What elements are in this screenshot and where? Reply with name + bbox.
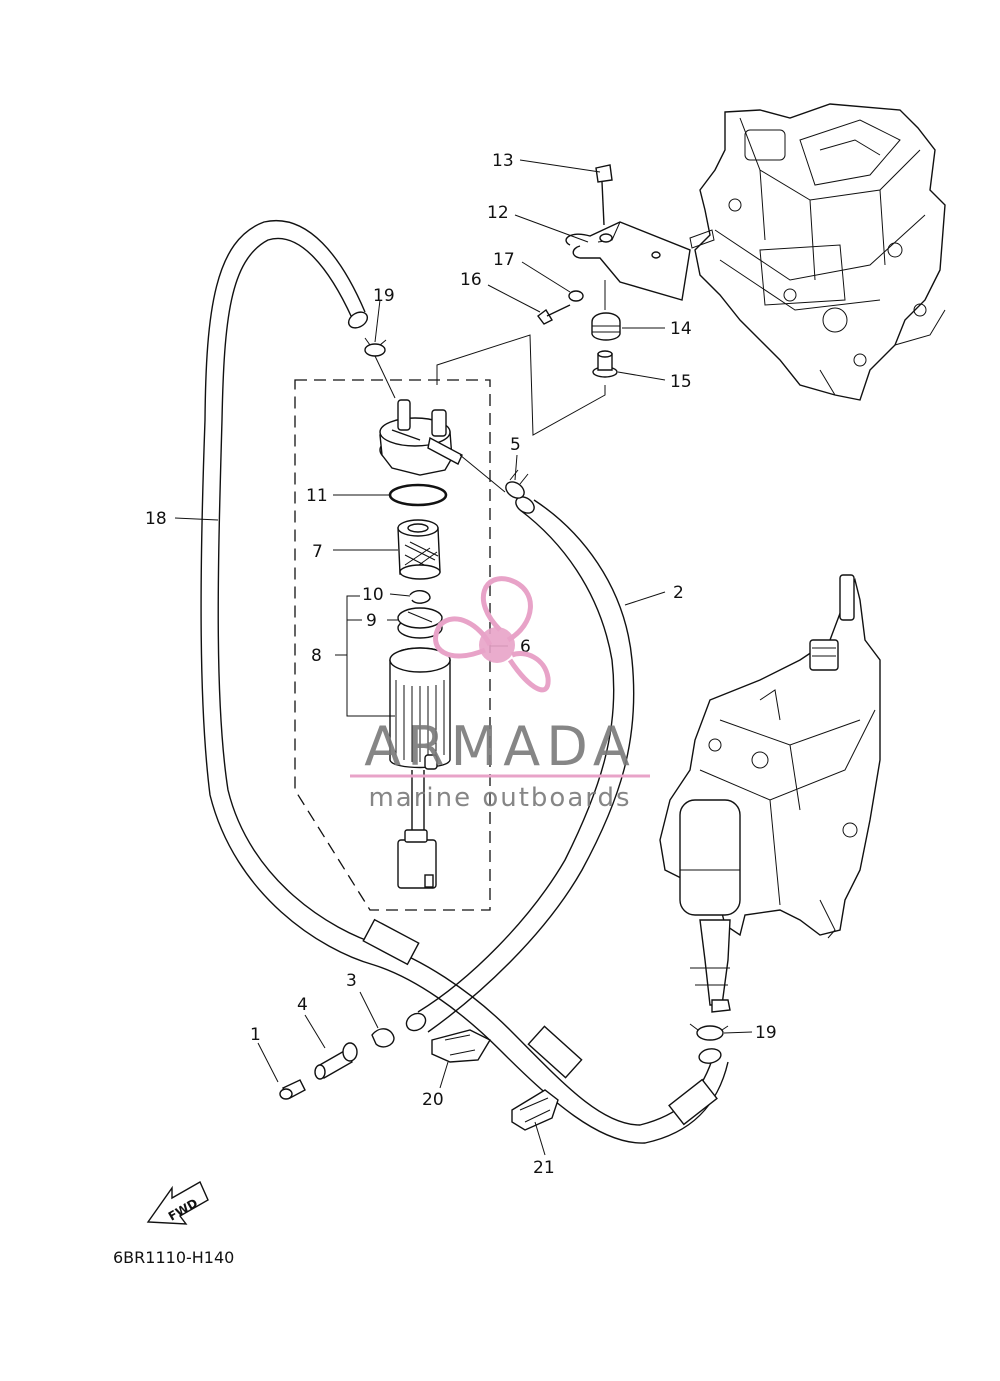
- part-label-18: 18: [145, 509, 167, 529]
- part-label-19-top: 19: [373, 286, 395, 306]
- engine-block-upper: [689, 103, 946, 401]
- part-label-14: 14: [670, 319, 692, 339]
- part-label-15: 15: [670, 372, 692, 392]
- part-label-12: 12: [487, 203, 509, 223]
- part-label-11: 11: [306, 486, 328, 506]
- part-label-6: 6: [520, 637, 531, 657]
- part-label-1: 1: [250, 1025, 261, 1045]
- filter-element: [397, 519, 441, 580]
- bracket-hardware: [537, 164, 691, 378]
- propeller-logo: [433, 576, 551, 693]
- hose-clamp: [505, 469, 529, 499]
- engine-block-lower: [659, 574, 881, 1013]
- assembly-outline: [294, 379, 491, 911]
- watermark-brand: ARMADA: [364, 715, 636, 778]
- hose-clip-bottom: [689, 1023, 729, 1041]
- o-ring: [388, 483, 448, 507]
- filter-head: [379, 399, 463, 476]
- assembly-leader: [436, 334, 606, 436]
- diagram-ref-code: 6BR1110-H140: [113, 1248, 234, 1267]
- circlip: [409, 590, 431, 604]
- part-label-5: 5: [510, 435, 521, 455]
- part-label-16: 16: [460, 270, 482, 290]
- small-parts: [279, 1028, 559, 1131]
- part-label-9: 9: [366, 611, 377, 631]
- hose-18: [200, 219, 729, 1144]
- cup-cap: [397, 607, 443, 639]
- part-label-21: 21: [533, 1158, 555, 1178]
- part-label-2: 2: [673, 583, 684, 603]
- part-label-4: 4: [297, 995, 308, 1015]
- propeller-hub: [479, 627, 515, 663]
- watermark-tagline: marine outboards: [368, 783, 631, 813]
- hose-clip-top: [364, 337, 396, 399]
- watermark: ARMADA marine outboards: [350, 576, 650, 813]
- part-label-20: 20: [422, 1090, 444, 1110]
- part-label-17: 17: [493, 250, 515, 270]
- part-label-3: 3: [346, 971, 357, 991]
- part-label-10: 10: [362, 585, 384, 605]
- part-label-13: 13: [492, 151, 514, 171]
- part-labels: 13 12 17 16 14 15 19 5 11 18 7 2 10 9 6 …: [145, 151, 777, 1178]
- part-label-8: 8: [311, 646, 322, 666]
- filter-cup: [389, 647, 451, 889]
- part-label-19-bottom: 19: [755, 1023, 777, 1043]
- leader-lines: [174, 159, 753, 1156]
- fwd-arrow-icon: FWD: [146, 1181, 209, 1225]
- part-label-7: 7: [312, 542, 323, 562]
